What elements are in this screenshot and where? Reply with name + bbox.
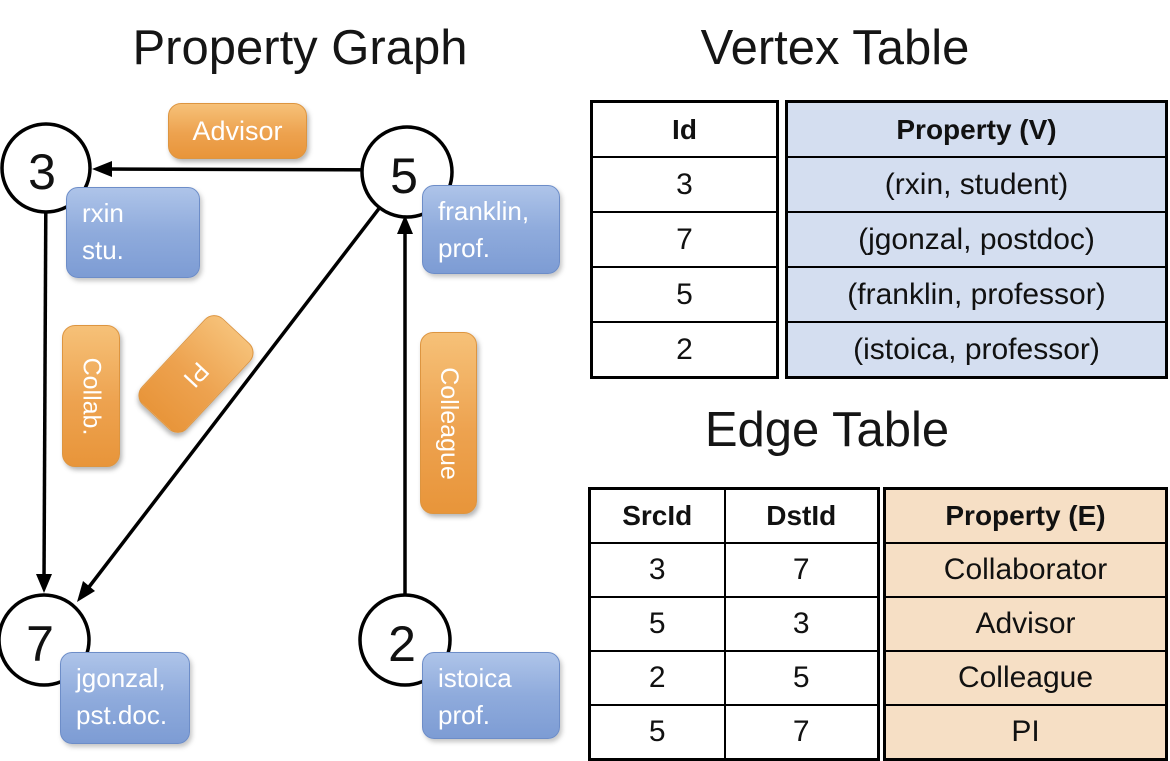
vertex-property-cell: (jgonzal, postdoc)	[785, 211, 1168, 268]
arrowhead-into-5	[397, 215, 413, 234]
edge-table-title: Edge Table	[704, 403, 950, 457]
vertex-table-property-column: Property (V) (rxin, student) (jgonzal, p…	[785, 100, 1168, 379]
table-row: 3 7	[588, 542, 880, 598]
vertex-id-cell: 7	[590, 211, 779, 268]
table-row: PI	[883, 704, 1168, 761]
edge-srcid-cell: 3	[588, 542, 726, 598]
table-header-row: Property (E)	[883, 487, 1168, 544]
table-row: 3	[590, 156, 779, 213]
vertex-id-cell: 3	[590, 156, 779, 213]
edge-label-text: Collab.	[77, 357, 106, 435]
edge-property-cell: Advisor	[883, 596, 1168, 652]
table-header-row: Id	[590, 100, 779, 158]
table-row: Colleague	[883, 650, 1168, 706]
edge-line-5-3	[103, 167, 408, 172]
edge-dstid-cell: 7	[723, 542, 880, 598]
table-row: 2	[590, 321, 779, 379]
vertex-table-title: Vertex Table	[700, 21, 970, 75]
edge-srcid-cell: 2	[588, 650, 726, 706]
node-5-property-box: franklin, prof.	[422, 185, 560, 274]
edge-property-cell: Colleague	[883, 650, 1168, 706]
vertex-property-cell: (rxin, student)	[785, 156, 1168, 213]
edge-label-text: Colleague	[435, 366, 463, 480]
arrowhead-into-3	[92, 161, 112, 177]
edge-line-3-7	[42, 167, 48, 582]
table-row: (jgonzal, postdoc)	[785, 211, 1168, 268]
node-3-id: 3	[28, 144, 56, 200]
vertex-property-cell: (franklin, professor)	[785, 266, 1168, 323]
property-line: prof.	[438, 232, 491, 263]
table-row: (rxin, student)	[785, 156, 1168, 213]
edge-label-colleague: Colleague	[420, 332, 477, 514]
table-row: 5 3	[588, 596, 880, 652]
table-row: (franklin, professor)	[785, 266, 1168, 323]
edge-dstid-cell: 3	[723, 596, 880, 652]
table-row: 7	[590, 211, 779, 268]
property-line: rxin	[82, 198, 124, 228]
edge-dstid-cell: 5	[723, 650, 880, 706]
property-line: istoica	[438, 663, 512, 693]
edge-label-advisor: Advisor	[168, 103, 307, 159]
table-row: (istoica, professor)	[785, 321, 1168, 379]
node-3-circle	[0, 122, 92, 214]
edge-srcid-cell: 5	[588, 596, 726, 652]
table-header-row: SrcId DstId	[588, 487, 880, 544]
edge-property-cell: Collaborator	[883, 542, 1168, 598]
vertex-id-cell: 2	[590, 321, 779, 379]
property-line: stu.	[82, 234, 124, 265]
node-7-id: 7	[26, 616, 54, 672]
table-header-row: Property (V)	[785, 100, 1168, 158]
property-line: franklin,	[438, 196, 530, 226]
edge-property-header-cell: Property (E)	[883, 487, 1168, 544]
table-row: 5 7	[588, 704, 880, 761]
property-graph-title: Property Graph	[132, 21, 468, 75]
node-2-id: 2	[388, 616, 416, 672]
node-3-property-box: rxin stu.	[66, 187, 200, 278]
edge-srcid-cell: 5	[588, 704, 726, 761]
table-row: 5	[590, 266, 779, 323]
edge-label-collab: Collab.	[62, 325, 120, 467]
vertex-property-cell: (istoica, professor)	[785, 321, 1168, 379]
vertex-id-cell: 5	[590, 266, 779, 323]
property-line: jgonzal,	[76, 663, 166, 693]
edge-property-cell: PI	[883, 704, 1168, 761]
edge-line-5-7	[87, 170, 409, 589]
property-line: prof.	[438, 699, 491, 730]
edge-table-property-column: Property (E) Collaborator Advisor Collea…	[883, 487, 1168, 761]
vertex-id-header-cell: Id	[590, 100, 779, 158]
edge-dstid-cell: 7	[723, 704, 880, 761]
arrowhead-into-7-diagonal	[77, 581, 95, 602]
edge-table-id-columns: SrcId DstId 3 7 5 3 2 5 5 7	[588, 487, 880, 761]
edge-srcid-header-cell: SrcId	[588, 487, 726, 544]
vertex-property-header-cell: Property (V)	[785, 100, 1168, 158]
node-5-id: 5	[390, 148, 418, 204]
vertex-table-id-column: Id 3 7 5 2	[590, 100, 779, 379]
table-row: 2 5	[588, 650, 880, 706]
edge-dstid-header-cell: DstId	[723, 487, 880, 544]
table-row: Collaborator	[883, 542, 1168, 598]
node-7-property-box: jgonzal, pst.doc.	[60, 652, 190, 744]
table-row: Advisor	[883, 596, 1168, 652]
arrowhead-into-7-vertical	[36, 574, 52, 593]
edge-label-text: Advisor	[192, 115, 283, 146]
graph-edges-svg: 3 5 7 2	[0, 122, 454, 687]
property-line: pst.doc.	[76, 699, 168, 730]
node-2-property-box: istoica prof.	[422, 652, 560, 739]
edge-label-text: PI	[178, 356, 215, 393]
